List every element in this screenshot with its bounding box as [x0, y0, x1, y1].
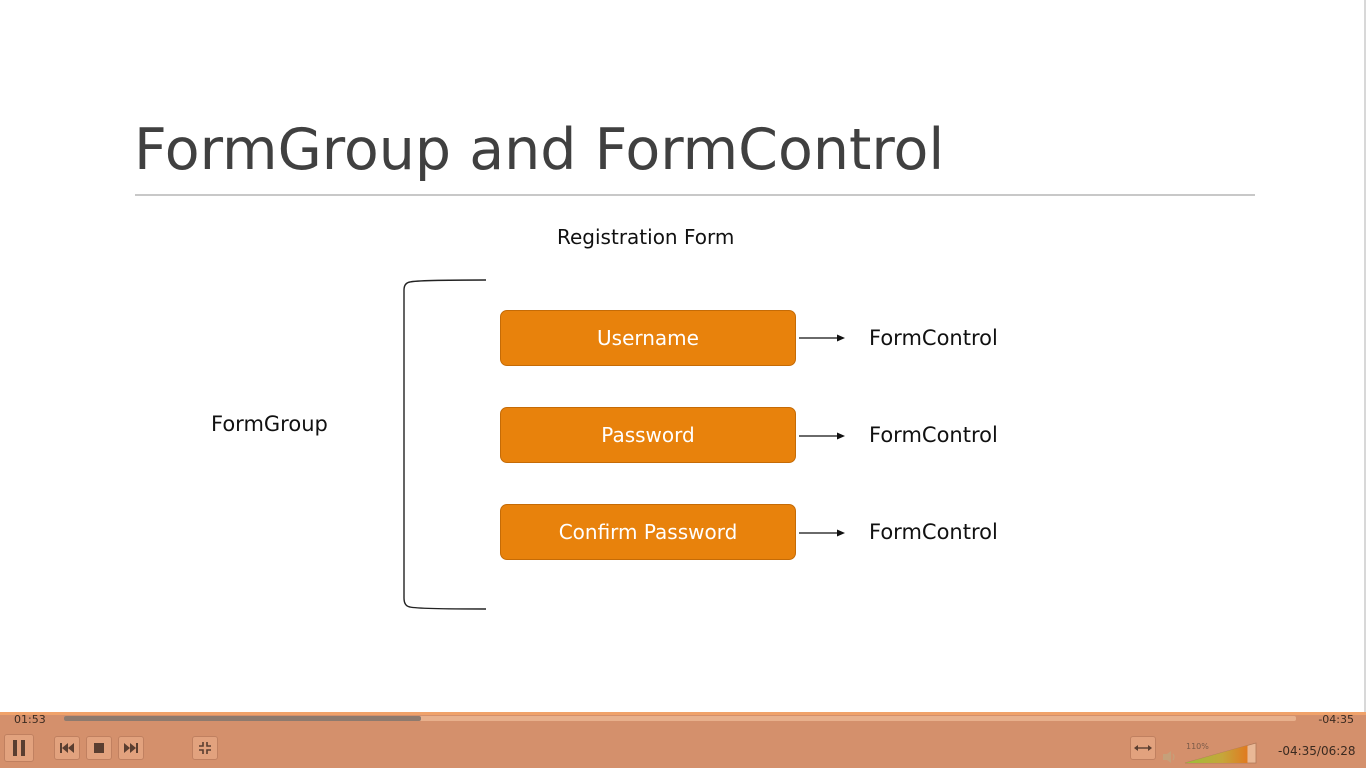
previous-icon	[60, 743, 74, 753]
player-controls: 01:53 -04:35	[0, 712, 1366, 768]
fullscreen-exit-button[interactable]	[192, 736, 218, 760]
username-box: Username	[500, 310, 796, 366]
formgroup-label: FormGroup	[211, 412, 328, 436]
stop-button[interactable]	[86, 736, 112, 760]
volume-slider[interactable]	[1184, 742, 1258, 766]
group-bracket	[403, 279, 487, 610]
next-icon	[124, 743, 138, 753]
seek-bar[interactable]	[64, 716, 1296, 721]
speaker-icon[interactable]	[1162, 750, 1178, 764]
confirm-password-box: Confirm Password	[500, 504, 796, 560]
arrow-icon	[799, 334, 845, 342]
pause-icon	[13, 740, 25, 756]
password-box: Password	[500, 407, 796, 463]
title-divider	[135, 194, 1255, 196]
next-button[interactable]	[118, 736, 144, 760]
arrow-icon	[799, 529, 845, 537]
remaining-time: -04:35	[1318, 713, 1354, 726]
volume-percent: 110%	[1186, 742, 1209, 751]
stop-icon	[94, 743, 104, 753]
formcontrol-label-username: FormControl	[869, 326, 998, 350]
seek-progress	[64, 716, 422, 721]
time-display: -04:35/06:28	[1278, 744, 1356, 758]
pause-button[interactable]	[4, 734, 34, 762]
elapsed-time: 01:53	[14, 713, 46, 726]
formcontrol-label-password: FormControl	[869, 423, 998, 447]
arrow-icon	[799, 432, 845, 440]
previous-button[interactable]	[54, 736, 80, 760]
loop-button[interactable]	[1130, 736, 1156, 760]
form-caption: Registration Form	[557, 225, 735, 249]
frame-edge	[1364, 0, 1366, 712]
loop-icon	[1134, 745, 1152, 751]
slide-title: FormGroup and FormControl	[134, 117, 945, 183]
formcontrol-label-confirm-password: FormControl	[869, 520, 998, 544]
fullscreen-exit-icon	[199, 742, 211, 754]
video-frame: FormGroup and FormControl Registration F…	[134, 0, 1366, 712]
player-accent-line	[0, 712, 1366, 715]
